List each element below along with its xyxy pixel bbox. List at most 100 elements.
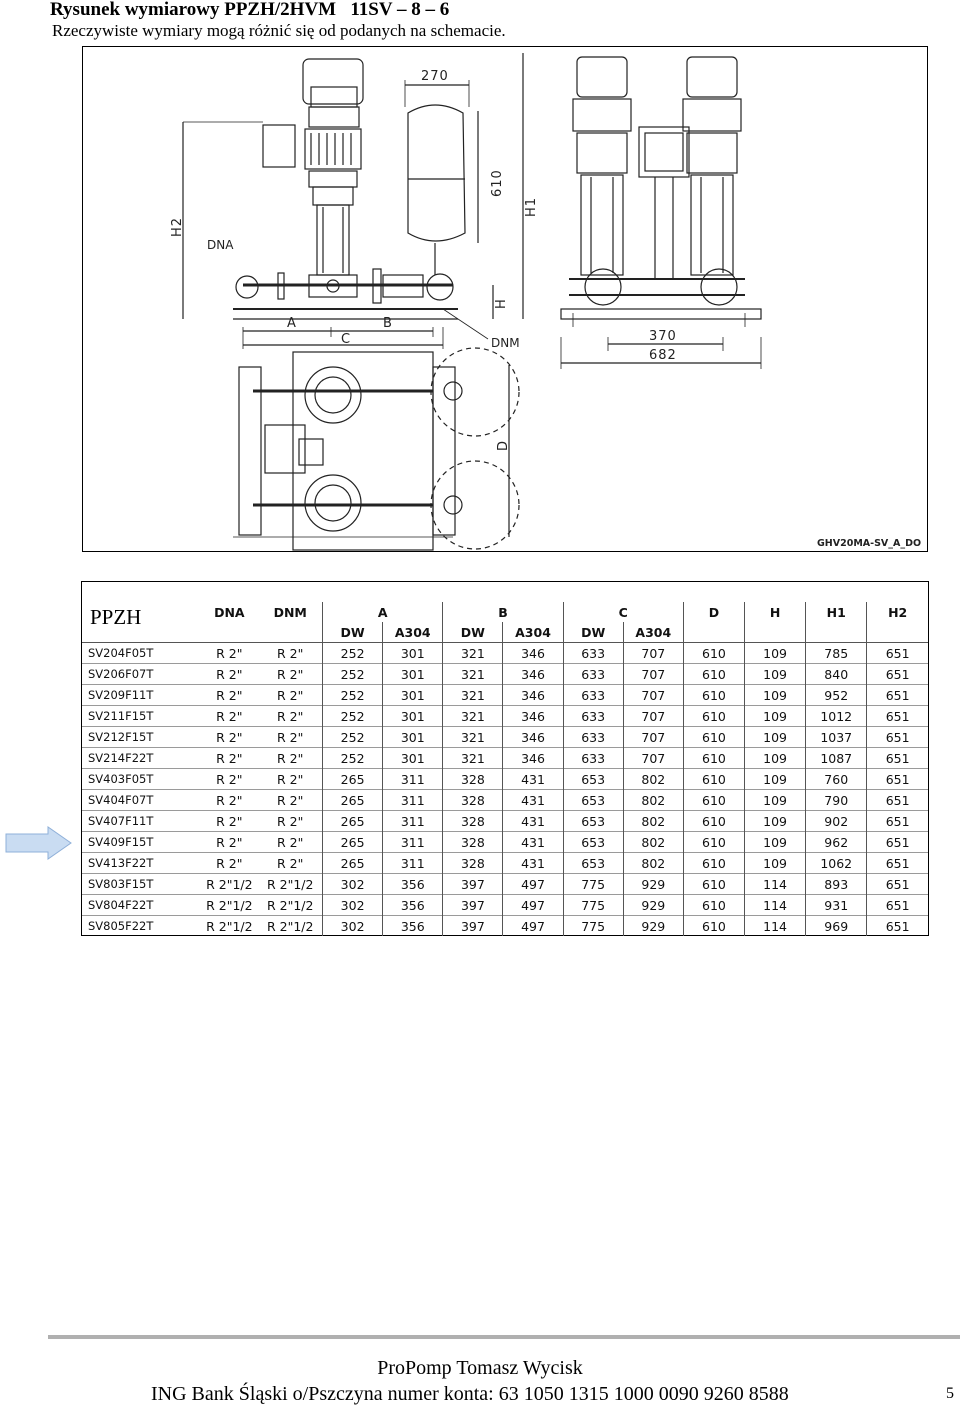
table-cell: 497 [502,894,564,916]
table-cell: 651 [866,831,928,853]
dna-label: DNA [207,238,234,252]
table-cell: 610 [682,768,745,790]
table-cell: 346 [502,642,564,664]
table-cell: 840 [805,663,867,685]
table-cell: 321 [442,705,503,727]
footer-company: ProPomp Tomasz Wycisk [377,1357,583,1379]
model-cell: SV209F11T [82,684,201,706]
table-cell: 301 [382,663,443,685]
table-cell: 633 [562,726,624,748]
col-c-a304: A304 [622,622,684,643]
table-cell: 610 [682,705,745,727]
table-cell: R 2" [258,642,323,664]
table-cell: 346 [502,663,564,685]
table-cell: 653 [562,810,624,832]
table-cell: R 2" [258,747,323,769]
table-cell: 802 [622,810,684,832]
tank-top-1 [430,347,520,437]
table-cell: 252 [322,684,383,706]
control-box-top [264,424,306,474]
table-cell: R 2" [258,789,323,811]
table-cell: 311 [382,831,443,853]
table-cell: R 2" [200,726,259,748]
table-cell: 346 [502,684,564,706]
col-b-dw: DW [442,622,503,643]
page-number: 5 [946,1385,954,1402]
table-cell: R 2" [258,705,323,727]
table-cell: 1037 [805,726,867,748]
table-cell: 802 [622,831,684,853]
table-cell: 775 [562,915,624,936]
table-cell: 929 [622,915,684,936]
top-view-frame [292,351,434,551]
table-cell: 760 [805,768,867,790]
table-cell: 311 [382,852,443,874]
table-cell: 633 [562,642,624,664]
table-cell: 610 [682,915,745,936]
table-cell: 610 [682,831,745,853]
table-cell: 431 [502,831,564,853]
table-cell: 651 [866,852,928,874]
manifold-side-2 [700,268,738,306]
table-cell: R 2" [200,852,259,874]
model-cell: SV214F22T [82,747,201,769]
table-cell: 651 [866,873,928,895]
page-title: Rysunek wymiarowy PPZH/2HVM 11SV – 8 – 6 [50,0,450,20]
table-cell: 109 [744,663,806,685]
table-cell: 321 [442,747,503,769]
dim-h-label: H [494,298,509,309]
table-cell: R 2" [200,642,259,664]
table-cell: 397 [442,915,503,936]
table-cell: R 2" [258,663,323,685]
dim-h2-label: H2 [170,217,185,237]
table-cell: R 2"1/2 [258,915,323,936]
table-cell: 610 [682,642,745,664]
table-cell: 328 [442,831,503,853]
table-cell: 651 [866,726,928,748]
table-cell: 265 [322,810,383,832]
table-cell: 265 [322,768,383,790]
table-cell: 653 [562,852,624,874]
table-cell: 790 [805,789,867,811]
model-cell: SV404F07T [82,789,201,811]
table-cell: R 2" [258,852,323,874]
table-cell: 431 [502,789,564,811]
table-cell: 252 [322,747,383,769]
table-cell: 265 [322,852,383,874]
pump-top-2 [304,474,362,532]
col-h: H [744,602,806,622]
table-cell: 651 [866,894,928,916]
model-cell: SV204F05T [82,642,201,664]
table-cell: 431 [502,852,564,874]
table-cell: 109 [744,789,806,811]
table-cell: 653 [562,789,624,811]
table-cell: 785 [805,642,867,664]
table-cell: 651 [866,747,928,769]
table-cell: 610 [682,789,745,811]
control-box-front [262,124,296,168]
col-b-a304: A304 [502,622,564,643]
table-cell: 610 [682,747,745,769]
dim-370-label: 370 [649,329,677,344]
table-cell: 651 [866,663,928,685]
col-h1: H1 [805,602,867,622]
table-cell: 431 [502,768,564,790]
table-cell: 610 [682,663,745,685]
table-cell: 707 [622,642,684,664]
table-cell: R 2" [200,831,259,853]
table-cell: 328 [442,789,503,811]
table-cell: 610 [682,726,745,748]
table-cell: R 2" [200,789,259,811]
col-b: B [442,602,564,622]
pressure-tank-front [407,104,466,242]
table-cell: 301 [382,747,443,769]
table-cell: 311 [382,810,443,832]
dimensions-table: DNA DNM A B C D H H1 H2 DW A304 DW A304 … [82,602,928,936]
